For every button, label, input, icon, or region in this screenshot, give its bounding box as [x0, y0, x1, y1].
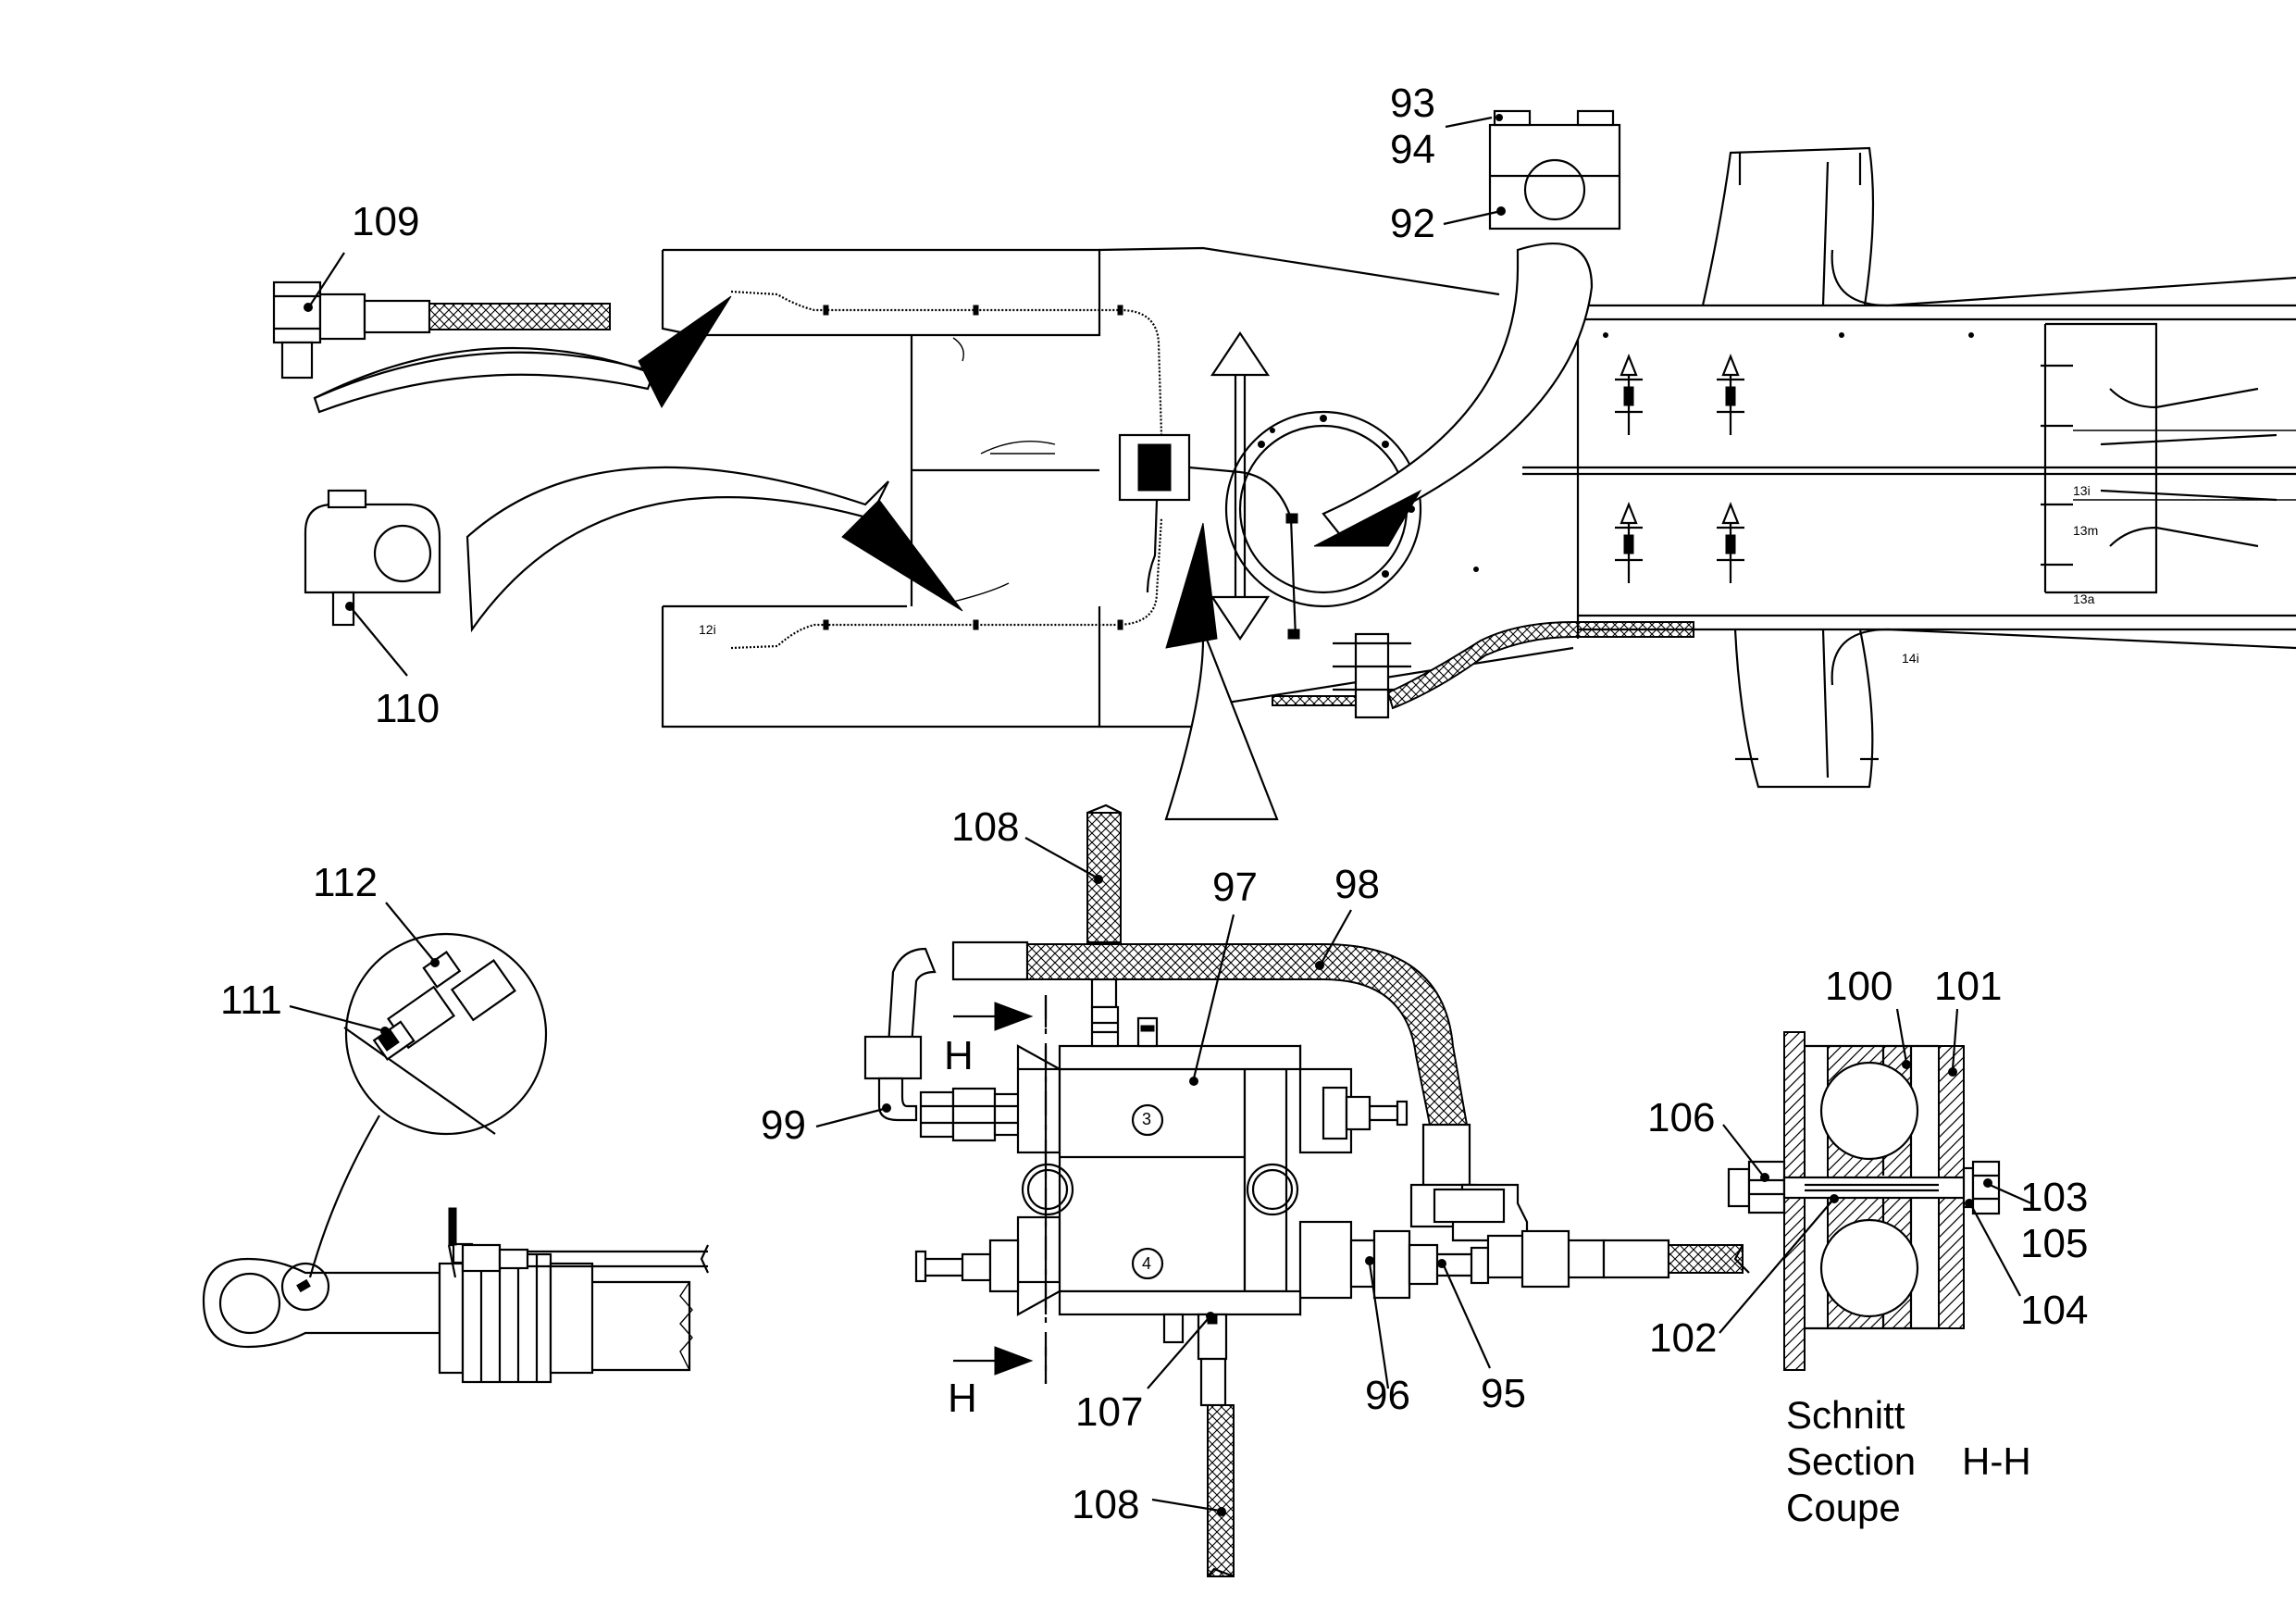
caption-section-id: H-H — [1962, 1439, 2031, 1483]
callout-95: 95 — [1481, 1371, 1526, 1416]
callout-labels: 93 94 92 109 110 112 111 108 97 98 99 10… — [220, 81, 2088, 1527]
frame-tag-13m: 13m — [2073, 523, 2098, 538]
frame-tag-13a: 13a — [2073, 592, 2095, 606]
item-109-elbow-fitting — [272, 280, 611, 380]
valve-assembly: 3 4 — [863, 803, 1750, 1578]
callout-103: 103 — [2020, 1175, 2088, 1220]
pointer-sweeps — [313, 243, 1594, 821]
section-h-h-detail — [1727, 1031, 2001, 1371]
callout-98: 98 — [1334, 862, 1380, 907]
double-arrow-marker — [1210, 331, 1271, 641]
caption-schnitt: Schnitt — [1786, 1393, 1905, 1437]
callout-106: 106 — [1647, 1095, 1715, 1140]
callout-108-top: 108 — [951, 804, 1019, 850]
callout-94: 94 — [1390, 127, 1435, 172]
callout-109: 109 — [352, 199, 419, 244]
callout-93: 93 — [1390, 81, 1435, 126]
section-caption: Schnitt Section H-H Coupe — [1786, 1393, 2031, 1529]
frame-tag-12i: 12i — [699, 622, 716, 637]
callout-96: 96 — [1365, 1373, 1410, 1418]
frame-tag-14i: 14i — [1902, 651, 1919, 666]
hose-clamp-marks — [823, 305, 1123, 630]
port-label-3: 3 — [1142, 1110, 1151, 1128]
callout-100: 100 — [1825, 964, 1893, 1009]
port-label-4: 4 — [1142, 1254, 1151, 1273]
callout-99: 99 — [761, 1102, 806, 1148]
callout-108-bottom: 108 — [1072, 1482, 1139, 1527]
caption-section: Section — [1786, 1439, 1916, 1483]
items-92-94-pipe-clamp — [1488, 109, 1621, 230]
item-110-clamp — [304, 489, 441, 627]
frame-bracket-left-lower — [1615, 502, 1643, 583]
callout-97: 97 — [1212, 865, 1258, 910]
callout-111: 111 — [220, 978, 282, 1023]
callout-101: 101 — [1934, 964, 2002, 1009]
callout-105: 105 — [2020, 1221, 2088, 1266]
lower-distribution-block — [1272, 621, 1694, 719]
section-marker-h: H H — [944, 995, 1048, 1421]
callout-107: 107 — [1075, 1389, 1143, 1435]
callout-104: 104 — [2020, 1288, 2088, 1333]
frame-tag-13i: 13i — [2073, 483, 2091, 498]
callout-112: 112 — [313, 860, 378, 905]
boom-frame-overview: 12i 13i 13m 13a 14i — [661, 146, 2296, 789]
caption-coupe: Coupe — [1786, 1486, 1901, 1529]
boom-valve-block — [1118, 433, 1300, 640]
chassis-frame — [1473, 146, 2296, 789]
leader-lines — [815, 837, 2032, 1516]
frame-bracket-right-upper — [1717, 354, 1744, 435]
callout-102: 102 — [1649, 1315, 1717, 1361]
frame-bracket-left-upper — [1615, 354, 1643, 435]
callout-110: 110 — [375, 686, 440, 731]
cylinder-eye-detail — [202, 932, 709, 1384]
frame-bracket-right-lower — [1717, 502, 1744, 583]
slewing-ring — [1224, 410, 1422, 608]
callout-92: 92 — [1390, 201, 1435, 246]
section-mark-bottom: H — [948, 1376, 977, 1421]
section-mark-top: H — [944, 1033, 974, 1078]
